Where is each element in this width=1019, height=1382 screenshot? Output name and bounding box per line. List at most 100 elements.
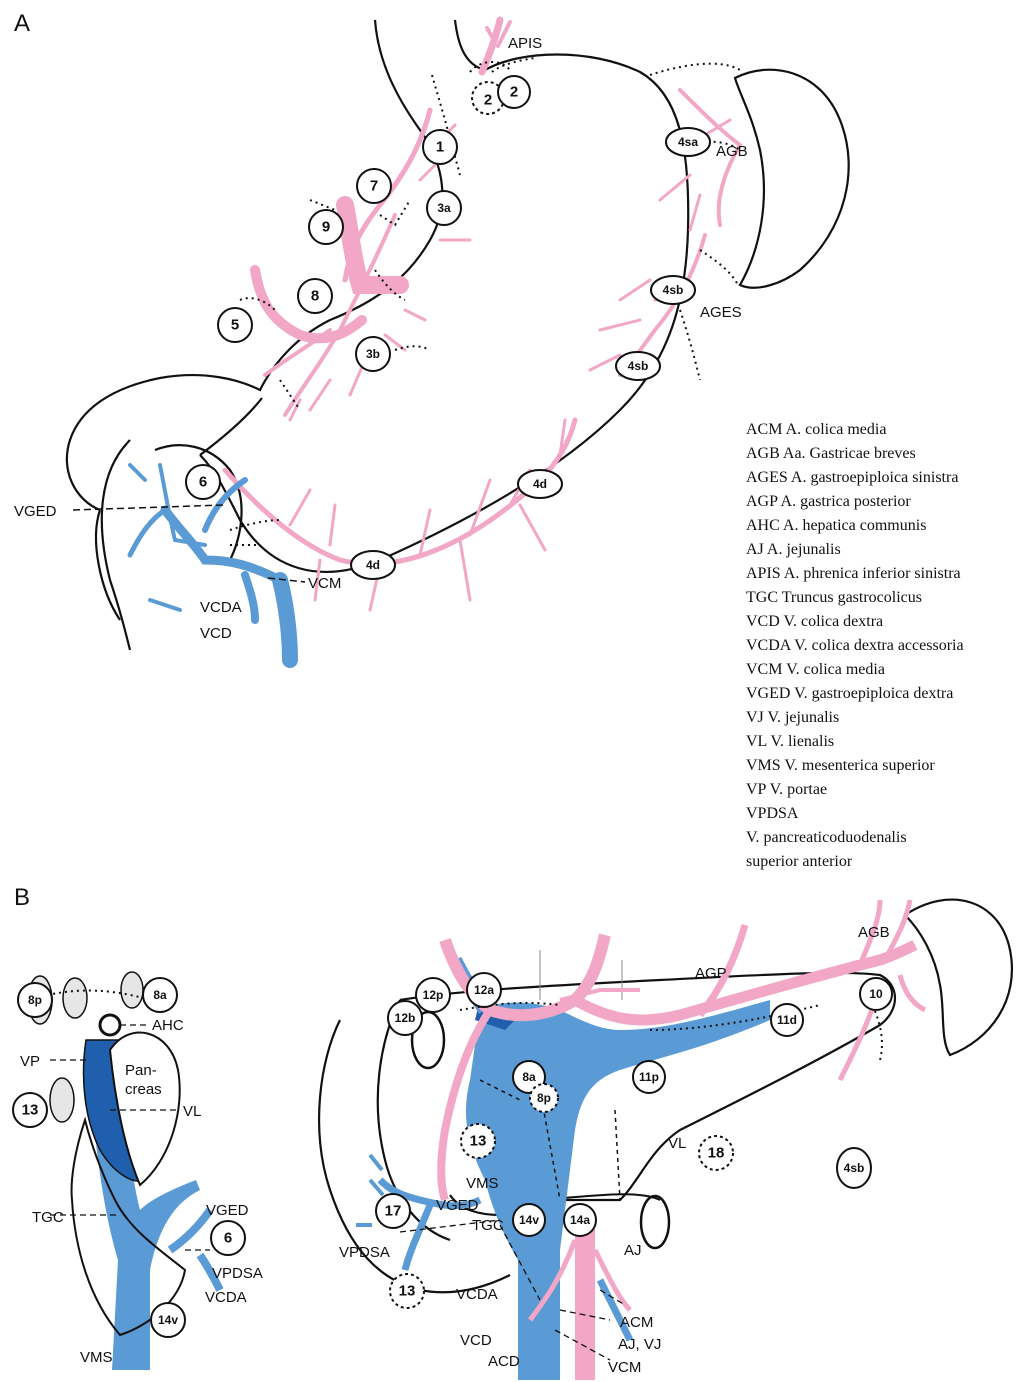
legend-item: VCDA V. colica dextra accessoria: [746, 634, 1016, 658]
node-12b-text: 12b: [395, 1011, 416, 1025]
jejunum-lumen: [641, 1196, 669, 1248]
node-17-text: 17: [385, 1203, 402, 1220]
node-4sb-1-text: 4sb: [663, 283, 684, 297]
legend-item: VPDSA: [746, 802, 1016, 826]
legend-item: ACM A. colica media: [746, 418, 1016, 442]
label-vged-left: VGED: [206, 1202, 249, 1219]
legend-item: VCD V. colica dextra: [746, 610, 1016, 634]
node-3a-text: 3a: [437, 201, 451, 215]
label-vcda-b: VCDA: [456, 1286, 498, 1303]
node-13-b-text: 13: [470, 1133, 487, 1150]
label-pancreas-2: creas: [125, 1081, 162, 1098]
pylorus: [200, 398, 262, 455]
label-vl-left: VL: [183, 1103, 201, 1120]
label-vcd: VCD: [200, 625, 232, 642]
label-vp: VP: [20, 1053, 40, 1070]
panel-b-right-diagram: [319, 900, 1012, 1380]
node-12a-text: 12a: [474, 983, 494, 997]
ahc-vessel: [100, 1015, 120, 1035]
node-4d-2-text: 4d: [366, 558, 380, 572]
label-vcm-b: VCM: [608, 1359, 641, 1376]
node-7-text: 7: [370, 178, 378, 195]
label-vged: VGED: [14, 503, 57, 520]
node-14v-b-text: 14v: [519, 1213, 539, 1227]
spleen-outline: [735, 70, 849, 288]
legend-item: VL V. lienalis: [746, 730, 1016, 754]
label-tgc-b: TGC: [472, 1217, 504, 1234]
legend-item: AHC A. hepatica communis: [746, 514, 1016, 538]
node-3b-text: 3b: [366, 347, 380, 361]
node-1-text: 1: [436, 139, 444, 156]
stomach-outline: [67, 20, 442, 510]
label-vpdsa-b: VPDSA: [339, 1244, 390, 1261]
node-14a-text: 14a: [570, 1213, 590, 1227]
spleen-b: [905, 900, 1012, 1055]
label-apis: APIS: [508, 35, 542, 52]
node-8p-tissue-2: [63, 978, 87, 1018]
node-8-text: 8: [311, 288, 319, 305]
label-pancreas: Pan-: [125, 1062, 157, 1079]
node-14v-left-text: 14v: [158, 1313, 178, 1327]
node-8a-left-text: 8a: [153, 988, 167, 1002]
node-4sb-2-text: 4sb: [628, 359, 649, 373]
node-4sb-b-text: 4sb: [844, 1161, 865, 1175]
node-4d-1-text: 4d: [533, 477, 547, 491]
label-acm: ACM: [620, 1314, 653, 1331]
label-aj: AJ: [624, 1242, 642, 1259]
panel-a-node-circles: [186, 76, 710, 579]
legend-item: AGES A. gastroepiploica sinistra: [746, 466, 1016, 490]
label-agp: AGP: [695, 965, 727, 982]
label-vcda-left: VCDA: [205, 1289, 247, 1306]
node-9-text: 9: [322, 219, 330, 236]
panel-b-left-diagram: [28, 972, 220, 1370]
artery-sma-b: [575, 1225, 595, 1380]
label-aj-vj: AJ, VJ: [618, 1336, 661, 1353]
label-vged-b: VGED: [436, 1197, 479, 1214]
legend-item: VP V. portae: [746, 778, 1016, 802]
node-10-text: 10: [869, 987, 883, 1001]
legend-item: VCM V. colica media: [746, 658, 1016, 682]
node-13-tissue: [50, 1078, 74, 1122]
legend-item: VJ V. jejunalis: [746, 706, 1016, 730]
node-2-dashed-text: 2: [484, 92, 492, 109]
label-vms-b: VMS: [466, 1175, 499, 1192]
duodenum-outer: [102, 440, 130, 650]
legend-item: superior anterior: [746, 850, 1016, 874]
legend-item: AGB Aa. Gastricae breves: [746, 442, 1016, 466]
node-5-text: 5: [231, 317, 239, 334]
abbreviation-legend: ACM A. colica media AGB Aa. Gastricae br…: [746, 418, 1016, 874]
label-vms-left: VMS: [80, 1349, 113, 1366]
legend-item: V. pancreaticoduodenalis: [746, 826, 1016, 850]
node-13-left-text: 13: [22, 1102, 39, 1119]
node-8a-tissue: [121, 972, 143, 1008]
label-tgc-left: TGC: [32, 1209, 64, 1226]
legend-item: VGED V. gastroepiploica dextra: [746, 682, 1016, 706]
node-8p-left-text: 8p: [28, 993, 42, 1007]
label-vcd-b: VCD: [460, 1332, 492, 1349]
label-vcm: VCM: [308, 575, 341, 592]
legend-item: AJ A. jejunalis: [746, 538, 1016, 562]
stomach-greater-curvature: [200, 20, 688, 572]
label-ahc: AHC: [152, 1017, 184, 1034]
node-6-text: 6: [199, 474, 207, 491]
node-12p-text: 12p: [423, 988, 444, 1002]
node-11d-text: 11d: [777, 1013, 797, 1027]
panel-a-diagram: [67, 20, 849, 650]
label-vpdsa-left: VPDSA: [212, 1265, 263, 1282]
node-4sa-text: 4sa: [678, 135, 698, 149]
label-acd-b: ACD: [488, 1353, 520, 1370]
node-8a-b-text: 8a: [522, 1070, 536, 1084]
node-2-text: 2: [510, 84, 518, 101]
node-18-text: 18: [708, 1145, 725, 1162]
node-11p-text: 11p: [639, 1070, 659, 1084]
legend-item: TGC Truncus gastrocolicus: [746, 586, 1016, 610]
label-vl-b: VL: [668, 1135, 686, 1152]
label-agb: AGB: [716, 143, 748, 160]
legend-item: AGP A. gastrica posterior: [746, 490, 1016, 514]
legend-item: APIS A. phrenica inferior sinistra: [746, 562, 1016, 586]
label-agb-b: AGB: [858, 924, 890, 941]
node-6-left-text: 6: [224, 1230, 232, 1247]
node-13-b2-text: 13: [399, 1283, 416, 1300]
node-8p-b-text: 8p: [537, 1091, 551, 1105]
label-vcda: VCDA: [200, 599, 242, 616]
